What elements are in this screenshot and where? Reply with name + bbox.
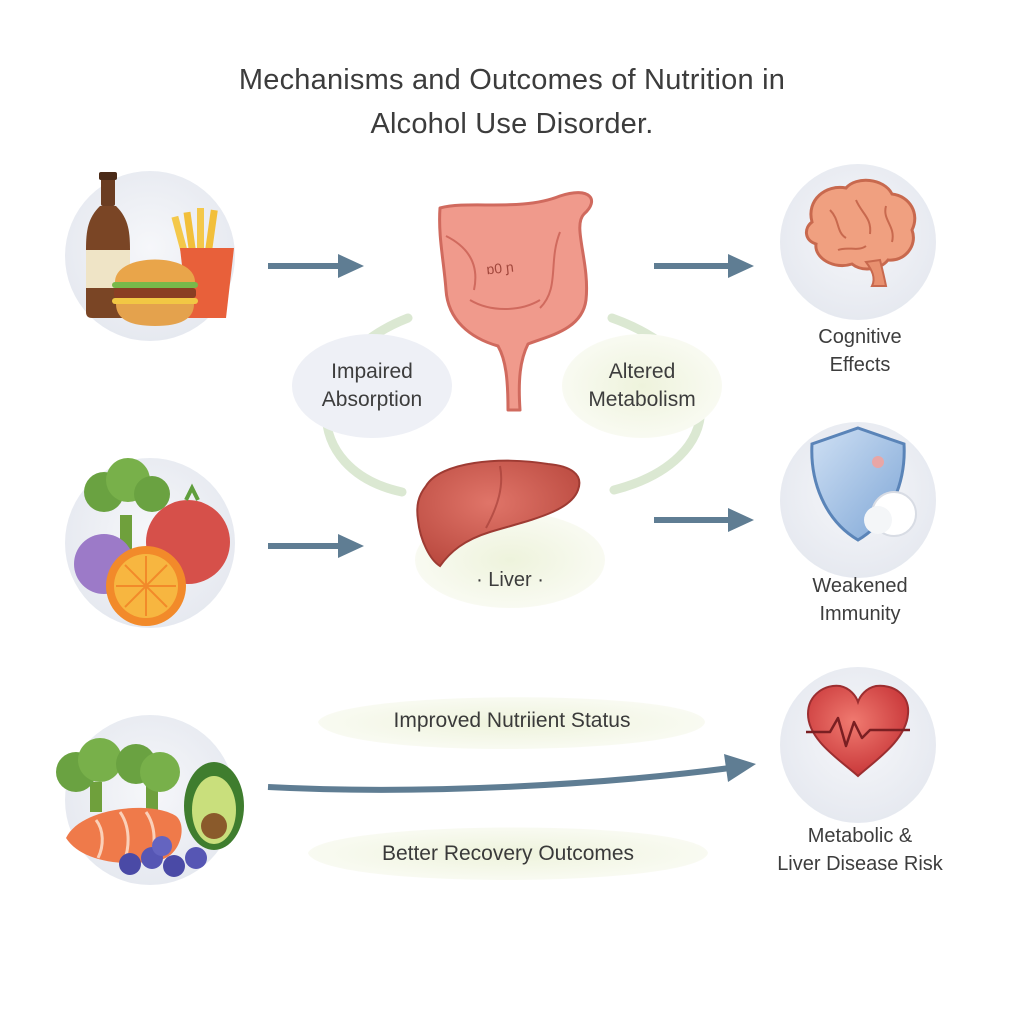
salmon-avocado-berries-icon xyxy=(56,738,244,877)
title-line-1: Mechanisms and Outcomes of Nutrition in xyxy=(238,64,786,96)
nutrient-status-pill xyxy=(318,697,705,750)
broccoli-tomato-orange-icon xyxy=(74,458,230,626)
brain-icon xyxy=(805,178,917,287)
shield-icon xyxy=(810,426,917,542)
weakened-immunity-label: Weakened Immunity xyxy=(812,575,908,625)
impaired-absorption-bubble xyxy=(292,334,452,438)
heart-icon xyxy=(806,684,910,778)
impaired-absorption-label: Impaired Absorption xyxy=(321,360,423,411)
cognitive-effects-label: Cognitive Effects xyxy=(818,326,902,376)
page-title: Mechanisms and Outcomes of Nutrition in … xyxy=(112,58,912,146)
liver-label: · Liver · xyxy=(476,569,544,591)
recovery-outcomes-label: Better Recovery Outcomes xyxy=(381,842,635,865)
liver-icon xyxy=(416,459,581,568)
arrow-produce-to-liver xyxy=(268,534,364,558)
nutrient-status-label: Improved Nutriient Status xyxy=(393,709,631,732)
metabolic-liver-risk-label: Metabolic & Liver Disease Risk xyxy=(777,825,943,875)
stomach-intestine-icon xyxy=(438,191,594,412)
arrow-liver-to-immunity xyxy=(654,508,754,532)
altered-metabolism-bubble xyxy=(562,334,722,438)
beer-burger-fries-icon xyxy=(86,172,234,326)
arrow-food-to-heart xyxy=(267,754,756,793)
recovery-pill xyxy=(308,827,708,881)
altered-metabolism-label: Altered Metabolism xyxy=(588,360,696,411)
arrow-gut-to-brain xyxy=(654,254,754,278)
arrow-diet-to-gut xyxy=(268,254,364,278)
title-line-2: Alcohol Use Disorder. xyxy=(370,108,654,140)
